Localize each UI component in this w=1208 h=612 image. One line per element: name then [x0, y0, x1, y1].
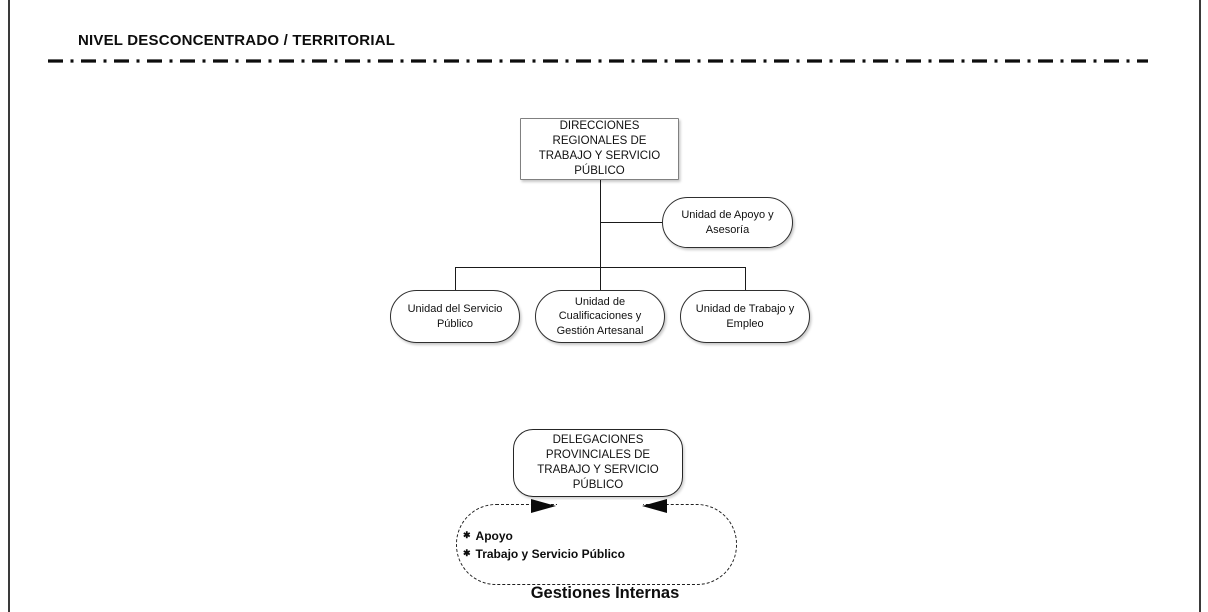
bullet-icon: ✱ — [463, 548, 471, 558]
dash-mask — [557, 500, 643, 511]
page-border-left — [8, 0, 10, 612]
node-direcciones-regionales: DIRECCIONES REGIONALES DE TRABAJO Y SERV… — [520, 118, 679, 180]
node-unidad-cualificaciones: Unidad de Cualificaciones y Gestión Arte… — [535, 290, 665, 343]
node-unidad-trabajo-empleo: Unidad de Trabajo y Empleo — [680, 290, 810, 343]
internal-management-dashed-box — [456, 504, 737, 585]
connector-drop-unit-1 — [455, 267, 457, 290]
arrow-right-icon — [531, 499, 556, 513]
bullet-icon: ✱ — [463, 530, 471, 540]
node-unidad-apoyo-asesoria: Unidad de Apoyo y Asesoría — [662, 197, 793, 248]
node-delegaciones-provinciales: DELEGACIONES PROVINCIALES DE TRABAJO Y S… — [513, 429, 683, 497]
internal-item-trabajo: ✱ Trabajo y Servicio Público — [463, 547, 625, 561]
dash-dot-divider — [48, 59, 1148, 63]
connector-drop-unit-2 — [600, 267, 602, 290]
node-delegaciones-provinciales-label: DELEGACIONES PROVINCIALES DE TRABAJO Y S… — [537, 434, 659, 491]
node-unidad-servicio-publico: Unidad del Servicio Público — [390, 290, 520, 343]
node-unidad-apoyo-asesoria-label: Unidad de Apoyo y Asesoría — [681, 209, 774, 236]
internal-management-caption: Gestiones Internas — [530, 584, 680, 602]
arrow-left-icon — [642, 499, 667, 513]
section-title: NIVEL DESCONCENTRADO / TERRITORIAL — [78, 32, 396, 49]
internal-item-apoyo-label: Apoyo — [475, 529, 513, 543]
connector-root-vertical — [600, 180, 602, 268]
connector-drop-unit-3 — [745, 267, 747, 290]
connector-advisory — [600, 222, 663, 224]
internal-item-trabajo-label: Trabajo y Servicio Público — [475, 547, 625, 561]
node-unidad-cualificaciones-label: Unidad de Cualificaciones y Gestión Arte… — [556, 296, 644, 337]
internal-item-apoyo: ✱ Apoyo — [463, 529, 513, 543]
node-direcciones-regionales-label: DIRECCIONES REGIONALES DE TRABAJO Y SERV… — [538, 120, 661, 177]
page-border-right — [1199, 0, 1201, 612]
node-unidad-servicio-publico-label: Unidad del Servicio Público — [407, 303, 503, 330]
node-unidad-trabajo-empleo-label: Unidad de Trabajo y Empleo — [695, 303, 795, 330]
